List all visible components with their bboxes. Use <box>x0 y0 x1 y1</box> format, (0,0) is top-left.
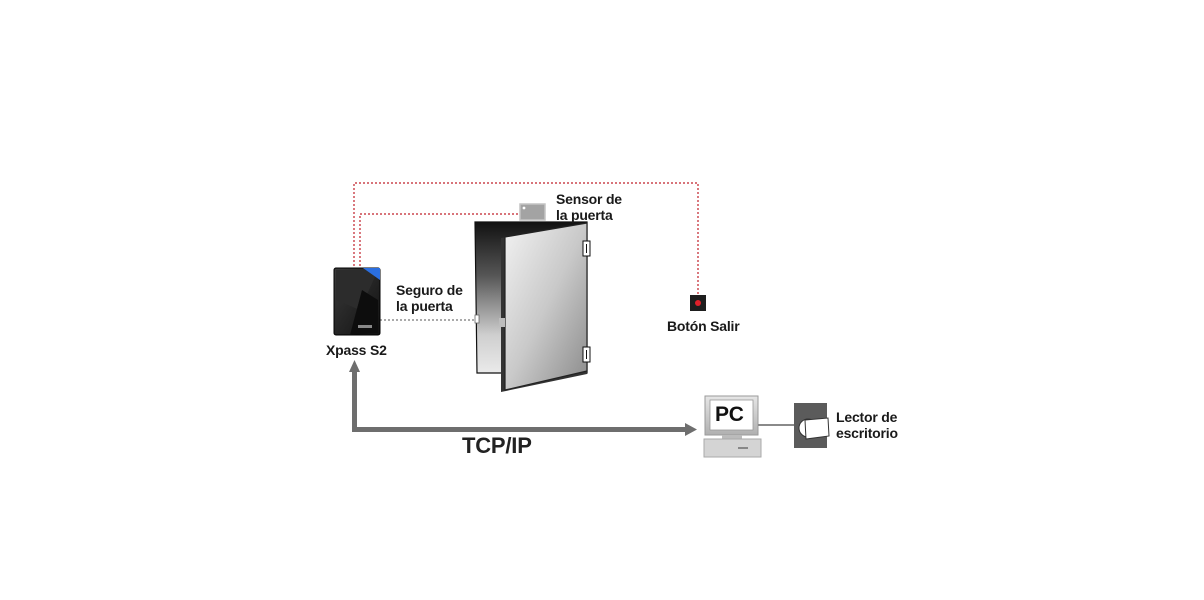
blue-accent-icon <box>363 268 380 280</box>
card-icon <box>804 417 830 440</box>
pc-device <box>703 395 762 458</box>
arrow-right-icon <box>685 423 697 436</box>
wiring <box>353 182 699 296</box>
desktop-reader-label: Lector de escritorio <box>836 409 898 441</box>
door-handle <box>499 318 505 327</box>
door-lock-plate <box>474 314 480 324</box>
door-leaf <box>504 222 588 391</box>
door <box>474 221 591 392</box>
door-sensor-device <box>519 203 546 221</box>
exit-button-label: Botón Salir <box>667 318 740 334</box>
pc-label: PC <box>715 403 744 426</box>
tcp-ip-connection <box>349 360 697 436</box>
exit-button-device <box>690 295 706 311</box>
arrow-up-icon <box>349 360 360 372</box>
door-lock-label: Seguro de la puerta <box>396 282 463 314</box>
xpass-s2-reader-device <box>333 267 381 336</box>
door-sensor-label: Sensor de la puerta <box>556 191 622 223</box>
reader-label: Xpass S2 <box>326 342 387 358</box>
tcp-ip-label: TCP/IP <box>462 433 532 458</box>
desktop-reader-device <box>794 403 830 448</box>
door-sensor-wire <box>359 213 520 270</box>
